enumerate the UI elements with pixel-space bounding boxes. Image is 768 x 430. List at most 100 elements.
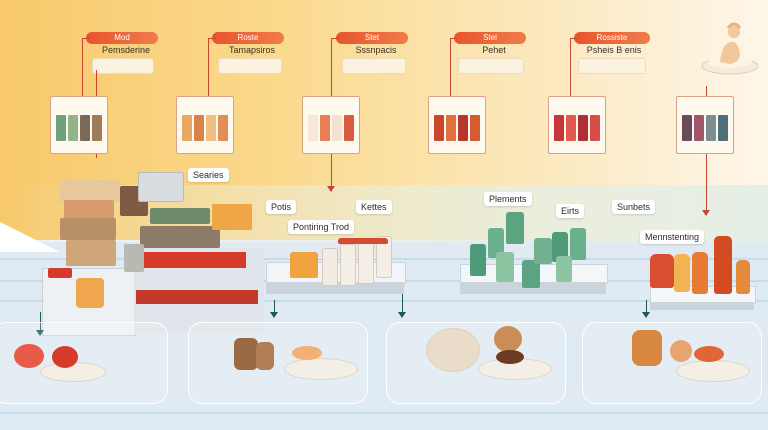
food-item [496,350,524,364]
label-sunbets: Sunbets [612,200,656,214]
person-on-cushion-icon [700,18,760,78]
top-label-box [458,58,524,74]
pack [218,115,228,141]
product-jar [506,212,524,244]
food-item [52,346,78,368]
plate [676,360,750,382]
top-label-subtitle: Tamapsiros [228,45,275,55]
product-jar [534,238,552,264]
pack [68,115,78,141]
product-bottle [674,254,690,292]
pack [458,115,468,141]
top-label-subtitle: Pehet [482,45,506,55]
food-item [670,340,692,362]
floor-line [0,412,768,414]
food-item [494,326,522,352]
product-box [124,244,144,272]
white-wedge-decoration [0,222,60,252]
label-searies: Searies [188,168,229,182]
product-box [66,240,116,266]
arrow-down-icon [327,186,335,192]
shelf-red-strip [136,252,246,268]
product-box [60,218,116,240]
connector-line [450,38,451,98]
pack [434,115,444,141]
pack [320,115,330,141]
product-box [64,200,114,220]
product-card-6 [676,96,734,154]
pack [694,115,704,141]
product-bottle [692,252,708,294]
top-label-head: Mod [86,32,158,44]
shelf-side-panel [650,302,754,310]
food-item [14,344,44,368]
shelf-side-panel [460,282,606,294]
connector-line [274,300,275,314]
connector-line [450,38,458,39]
shelf-side-panel [266,282,404,294]
pack [682,115,692,141]
pack [332,115,342,141]
pack [554,115,564,141]
food-item [632,330,662,366]
pack [470,115,480,141]
pack [92,115,102,141]
product-box [60,180,120,202]
label-potis: Potis [266,200,297,214]
label-plements: Plements [484,192,532,206]
pack [578,115,588,141]
arrow-down-icon [36,330,44,336]
plate [284,358,358,380]
pack [56,115,66,141]
pack [206,115,216,141]
top-label-subtitle: Sssnpacis [355,45,397,55]
label-pontiring-trod: Pontiring Trod [288,220,355,234]
product-jar [496,252,514,282]
product-jar [650,254,674,288]
food-item [292,346,322,360]
product-jar [290,252,318,278]
shelf-red-strip [136,290,258,304]
top-label-head: Stet [336,32,408,44]
top-label-subtitle: Psheis B enis [586,45,642,55]
connector-line [331,38,339,39]
top-label-box [342,58,406,74]
top-label-box [92,58,154,74]
pack [182,115,192,141]
pack [718,115,728,141]
product-jar [488,228,504,258]
product-card-5 [548,96,606,154]
product-card-4 [428,96,486,154]
arrow-down-icon [642,312,650,318]
arrow-down-icon [398,312,406,318]
plate [426,328,480,372]
product-box [138,172,184,202]
product-jar [322,248,338,286]
product-jar [358,240,374,284]
connector-line [402,294,403,314]
pack [344,115,354,141]
product-jar [556,256,572,282]
top-label-head: Rossiste [574,32,650,44]
top-label-head: Roste [212,32,284,44]
top-label-head: Stel [454,32,526,44]
arrow-down-icon [702,210,710,216]
connector-line [646,300,647,314]
product-jar [376,236,392,278]
connector-line [570,38,571,98]
product-card-1 [50,96,108,154]
connector-line [82,38,90,39]
product-jar [76,278,104,308]
connector-line [82,38,83,98]
connector-line [208,38,209,98]
product-box [212,204,252,230]
product-jar [570,228,586,260]
pack [194,115,204,141]
pack [308,115,318,141]
pack [566,115,576,141]
top-label-box [218,58,282,74]
label-mennstenting: Mennstenting [640,230,705,244]
product-tag [48,268,72,278]
label-eirts: Eirts [556,204,584,218]
product-jar [340,244,356,286]
